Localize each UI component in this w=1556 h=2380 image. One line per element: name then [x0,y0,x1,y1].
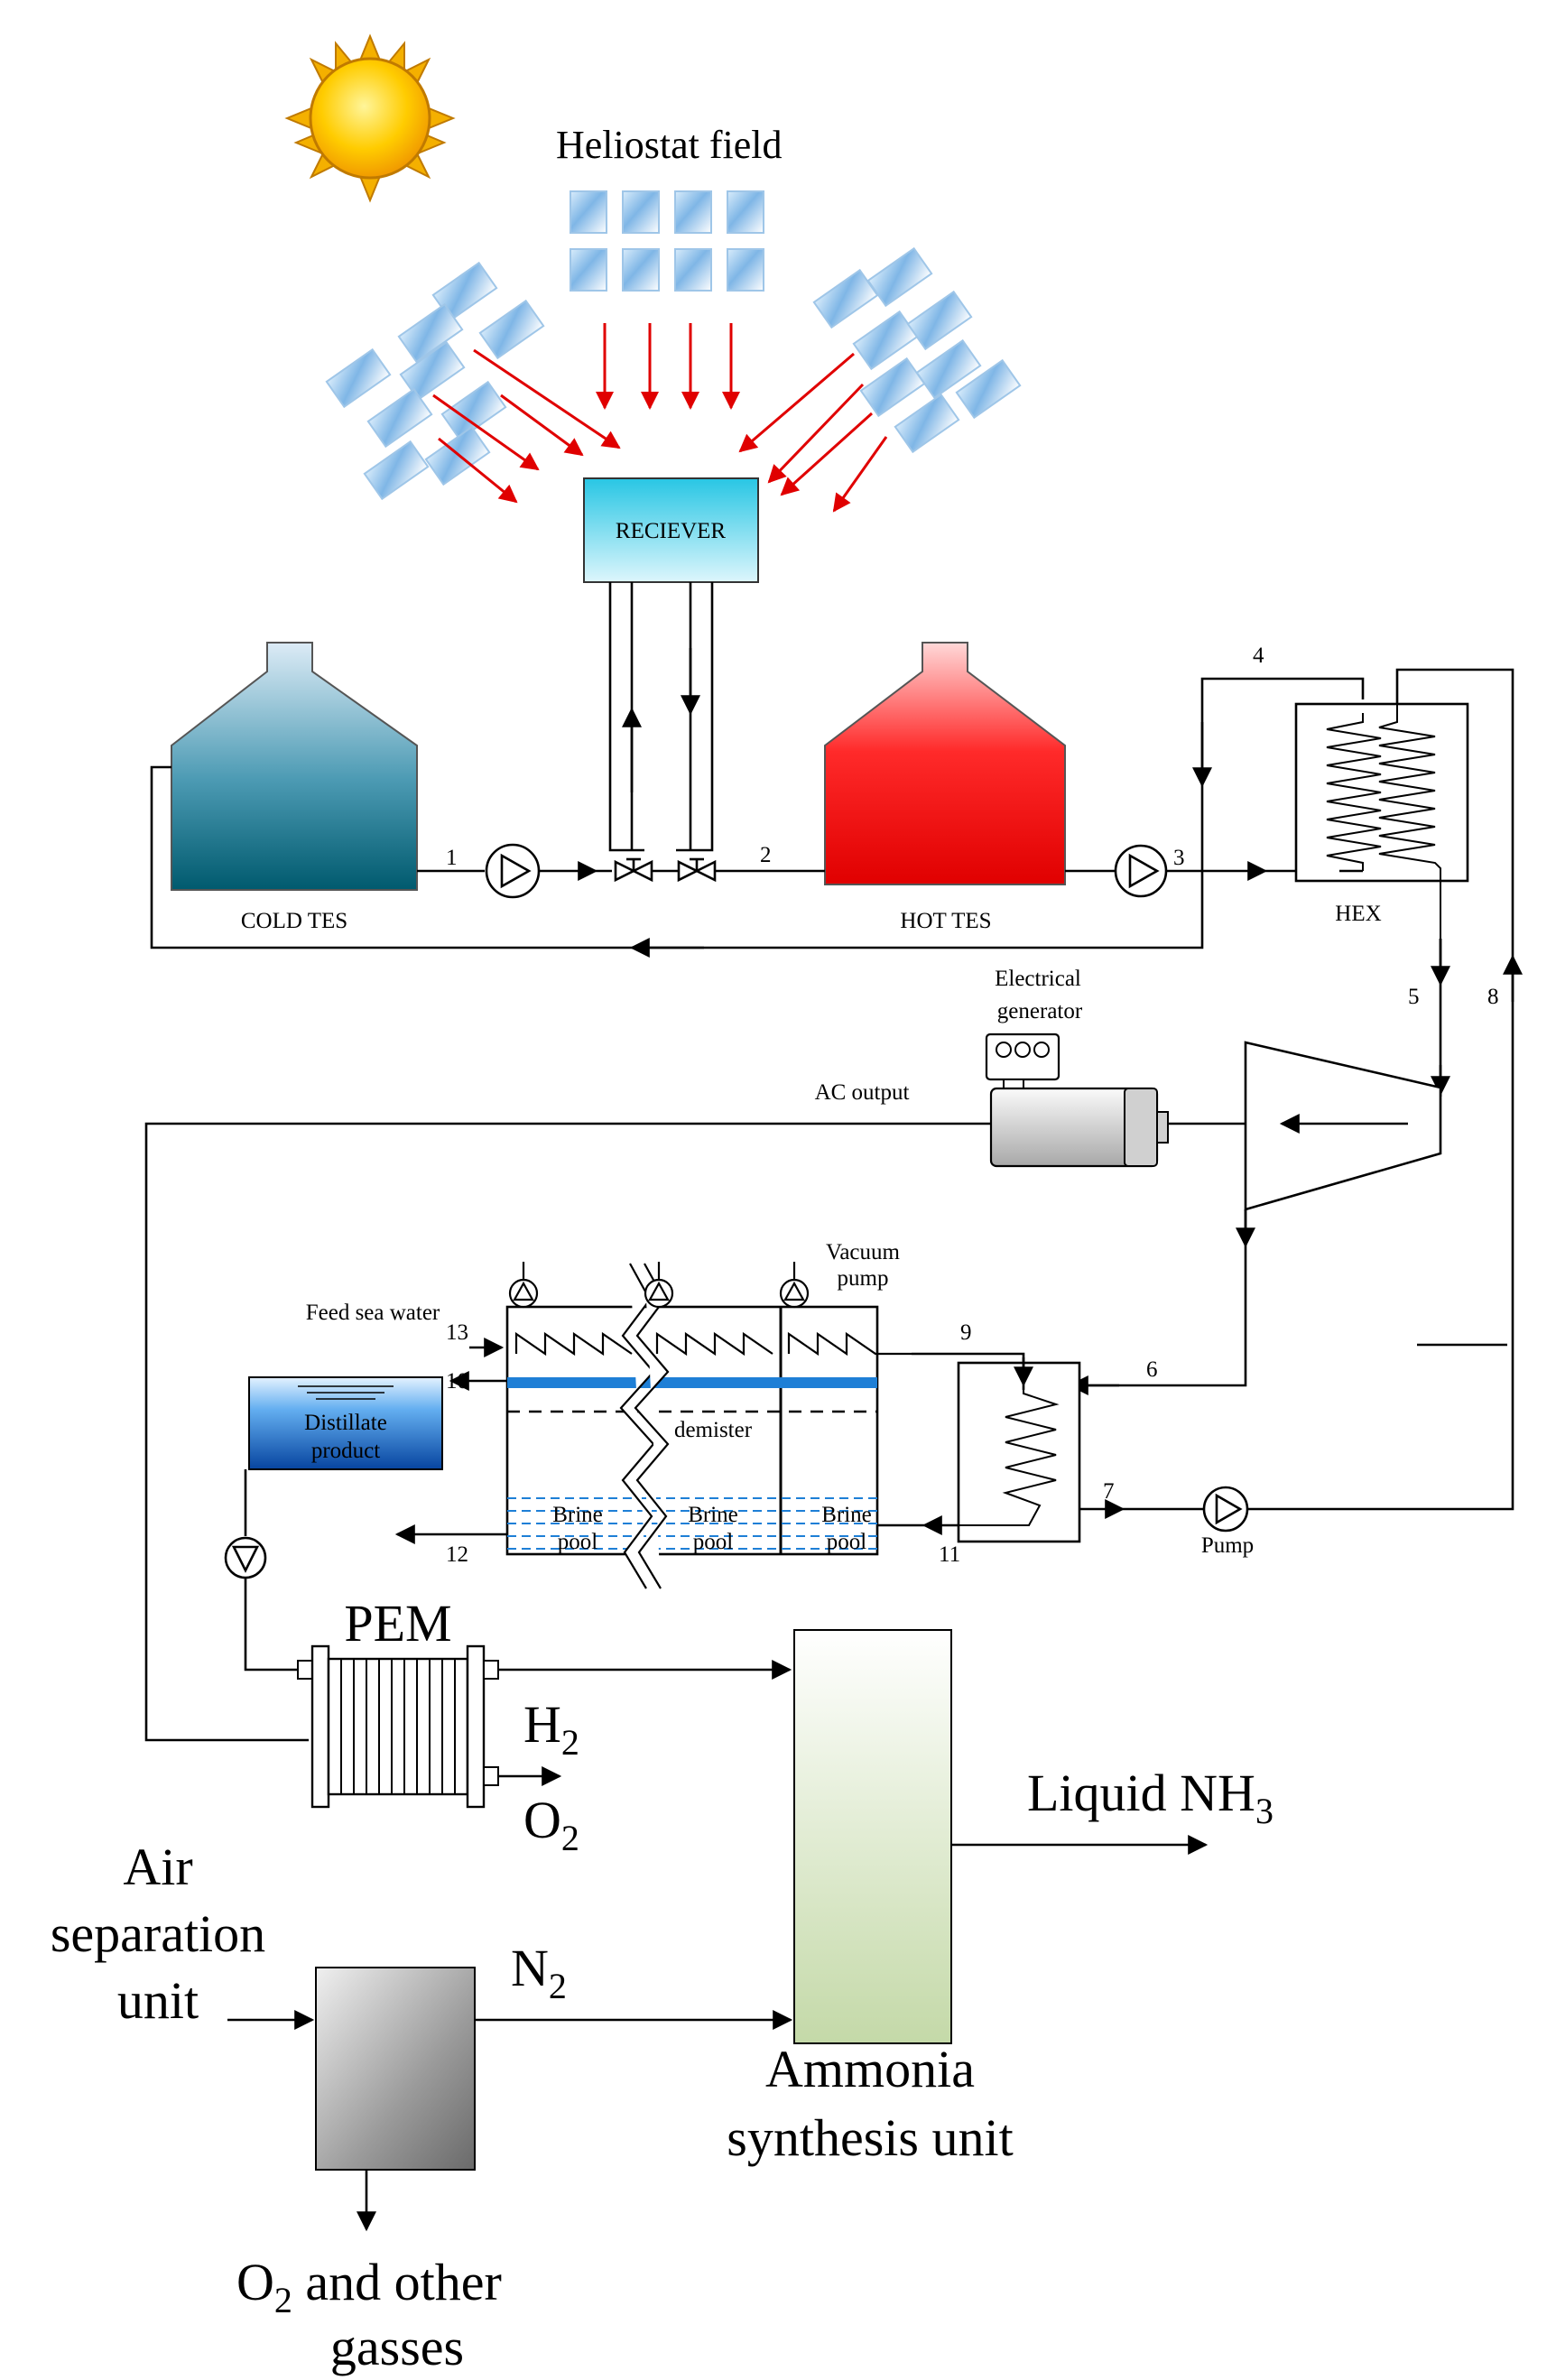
pump-4-icon [224,1536,267,1579]
vacuum-label-1: Vacuum [826,1240,900,1264]
vacuum-label-2: pump [838,1266,889,1291]
stream-13: 13 [446,1320,468,1345]
stream-numbers: 1 2 3 4 5 6 7 8 9 10 11 12 13 [446,644,1499,1567]
hot-tes-tank [824,642,1066,885]
vacuum-pump-icons [508,1262,810,1309]
condenser-box [957,1361,1081,1543]
stream-7: 7 [1103,1479,1115,1504]
brine-pool-labels: Brine pool Brine pool Brine pool [552,1503,872,1554]
heliostat-label: Heliostat field [556,123,783,167]
air-label-1: Air [123,1838,192,1896]
stream-1: 1 [446,846,458,870]
generator-label-2: generator [997,999,1083,1023]
generator-icon [985,1033,1169,1168]
pipe-6 [1065,1209,1247,1387]
h2-label: H2 [523,1695,579,1763]
med-unit [505,1305,879,1556]
distillate-surface [298,1385,394,1400]
receiver-piping [608,582,714,852]
svg-text:Brine: Brine [688,1503,738,1527]
pipe-8 [1395,668,1514,1498]
distillate-label-2: product [311,1439,380,1463]
stream-2: 2 [760,843,772,867]
ammonia-label-2: synthesis unit [727,2108,1013,2167]
gasses-label: gasses [330,2318,464,2376]
condenser-coil [959,1363,1060,1526]
ammonia-unit [793,1629,952,2044]
demister-label: demister [674,1418,753,1442]
svg-text:pool: pool [558,1530,598,1554]
generator-label-1: Electrical [995,967,1081,991]
cold-tes-tank [171,642,418,891]
ammonia-label-1: Ammonia [765,2040,975,2098]
pump-1-icon [485,843,541,899]
distillate-label-1: Distillate [304,1411,387,1435]
pump-3-icon [1202,1486,1249,1533]
pipe-7b [1247,1498,1514,1511]
break-symbol [619,1263,670,1589]
pump-2-icon [1114,844,1168,898]
valve-2-icon [677,857,717,883]
valve-1-icon [614,857,653,883]
air-label-3: unit [117,1971,199,2030]
o2-other-label: O2 and other [236,2253,502,2320]
stream-10: 10 [446,1369,468,1394]
svg-text:Brine: Brine [552,1503,603,1527]
stream-11: 11 [939,1542,960,1567]
stream-3: 3 [1173,846,1185,870]
stream-5: 5 [1408,985,1420,1009]
stream-8: 8 [1487,985,1499,1009]
ac-output-label: AC output [815,1080,910,1105]
stream-6: 6 [1146,1357,1158,1382]
heliostat-field [325,190,1022,501]
feed-label: Feed sea water [306,1301,440,1325]
o2-label: O2 [523,1791,579,1858]
air-label-2: separation [51,1904,265,1963]
med-tube-bundles [514,1331,912,1357]
air-separation-unit [315,1967,476,2171]
stream-12: 12 [446,1542,468,1567]
pem-label: PEM [344,1594,451,1653]
solar-rays [432,323,888,513]
turbine [1244,1041,1442,1211]
svg-text:pool: pool [827,1530,867,1554]
svg-text:Brine: Brine [821,1503,872,1527]
stream-9: 9 [960,1320,972,1345]
hot-tes-label: HOT TES [900,909,991,933]
liquid-nh3-label: Liquid NH3 [1027,1764,1274,1831]
pipe-return-4 [150,677,1365,949]
ac-output-wire [144,1122,991,1742]
n2-label: N2 [511,1939,567,2006]
hex-label: HEX [1335,902,1381,926]
receiver-label: RECIEVER [616,519,727,543]
stream-4: 4 [1253,644,1264,668]
pipe-to-pem [244,1578,298,1672]
brine-pools [507,1497,877,1550]
receiver-box [583,477,759,583]
pump-label: Pump [1201,1533,1254,1558]
pem-electrolyzer [297,1644,499,1809]
hex-coils [1326,688,1441,939]
hex-box [1294,702,1469,883]
svg-text:pool: pool [693,1530,734,1554]
distillate-tray [507,1377,877,1388]
cold-tes-label: COLD TES [241,909,347,933]
sun-icon [284,33,456,203]
